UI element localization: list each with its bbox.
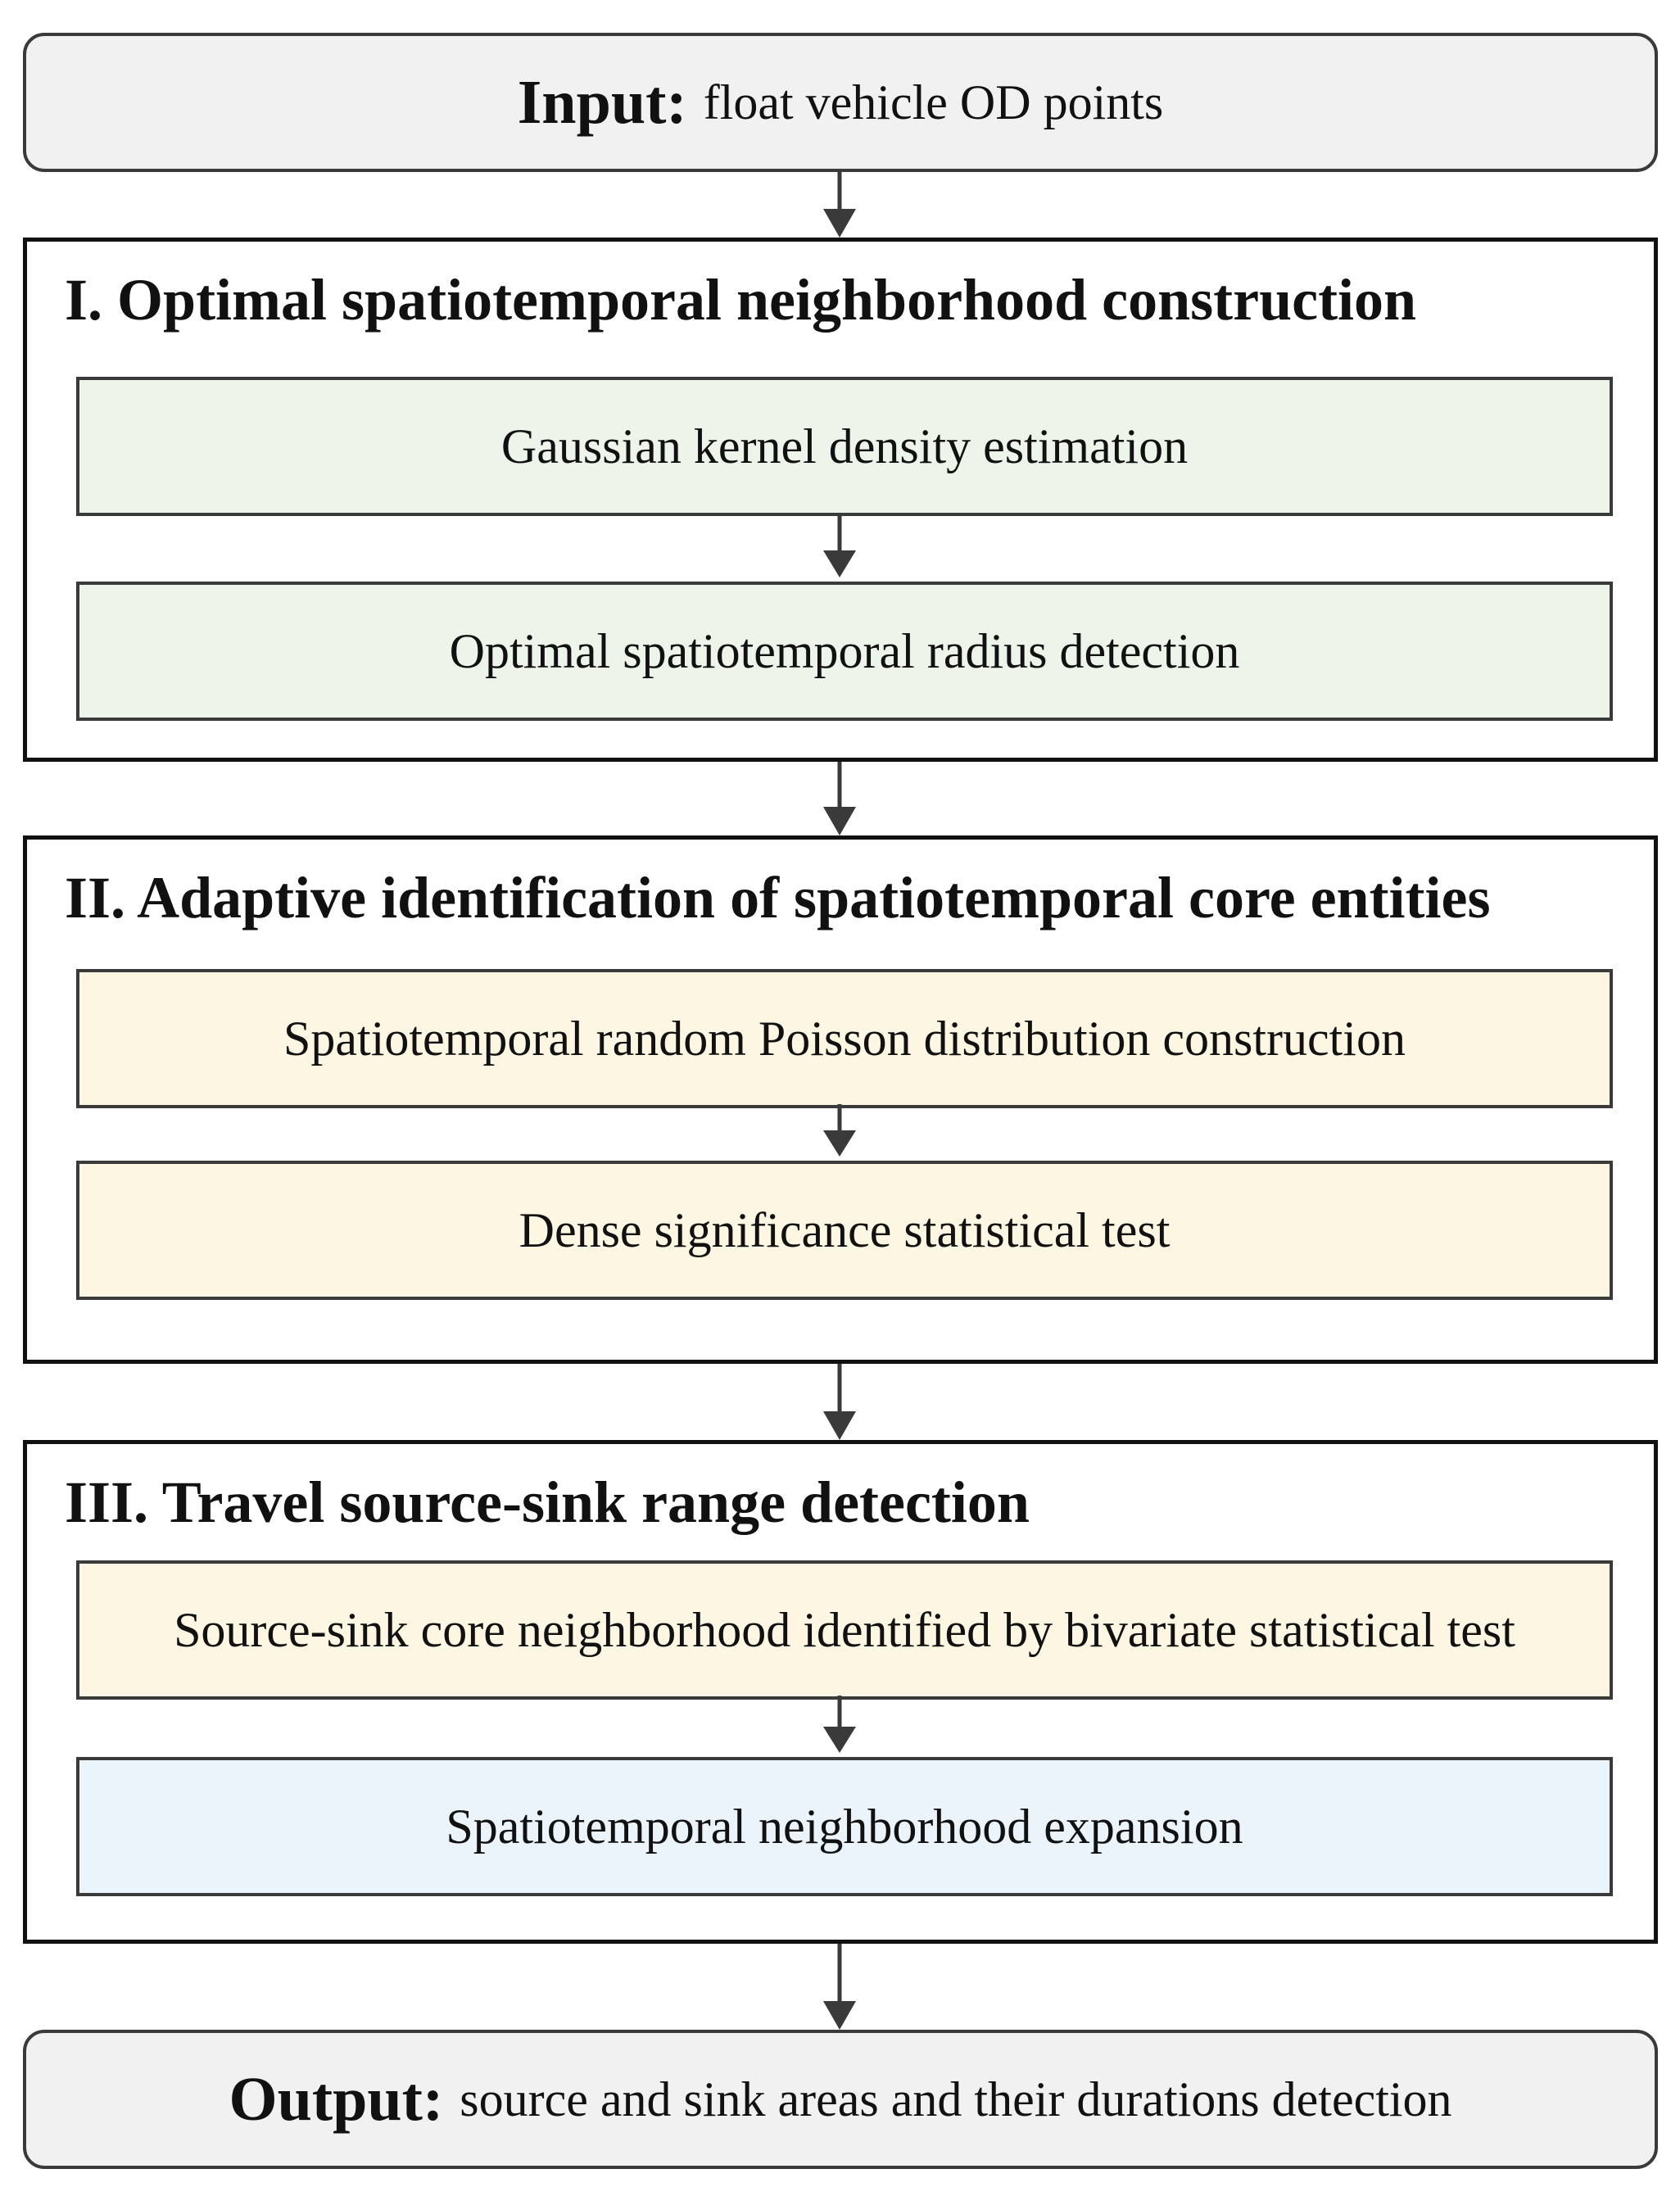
stage-3-step-2: Spatiotemporal neighborhood expansion	[76, 1757, 1613, 1896]
input-label: Input:	[517, 67, 687, 137]
input-text: float vehicle OD points	[703, 75, 1164, 129]
stage-2-title: II. Adaptive identification of spatiotem…	[65, 865, 1491, 930]
arrow-stage-1-to-stage-2	[823, 762, 856, 835]
stage-3-title: III. Travel source-sink range detection	[65, 1469, 1030, 1535]
stage-2-step-2: Dense significance statistical test	[76, 1161, 1613, 1300]
stage-2-panel: II. Adaptive identification of spatiotem…	[23, 835, 1658, 1364]
arrow-stage-2-to-stage-3	[823, 1364, 856, 1440]
stage-2-step-1: Spatiotemporal random Poisson distributi…	[76, 969, 1613, 1108]
arrow-stage-1-step-1-to-step-2	[823, 516, 856, 577]
stage-1-step-1: Gaussian kernel density estimation	[76, 377, 1613, 516]
arrow-stage-3-step-1-to-step-2	[823, 1696, 856, 1753]
arrow-input-to-stage-1	[823, 172, 856, 238]
stage-1-title: I. Optimal spatiotemporal neighborhood c…	[65, 267, 1417, 333]
output-box: Output: source and sink areas and their …	[23, 2030, 1658, 2169]
output-text: source and sink areas and their duration…	[460, 2072, 1452, 2126]
stage-3-panel: III. Travel source-sink range detection …	[23, 1440, 1658, 1944]
stage-1-panel: I. Optimal spatiotemporal neighborhood c…	[23, 238, 1658, 762]
arrow-stage-2-step-1-to-step-2	[823, 1104, 856, 1157]
arrow-stage-3-to-output	[823, 1944, 856, 2030]
stage-1-step-2: Optimal spatiotemporal radius detection	[76, 582, 1613, 721]
input-box: Input: float vehicle OD points	[23, 33, 1658, 172]
stage-3-step-1: Source-sink core neighborhood identified…	[76, 1560, 1613, 1700]
output-label: Output:	[229, 2064, 444, 2134]
